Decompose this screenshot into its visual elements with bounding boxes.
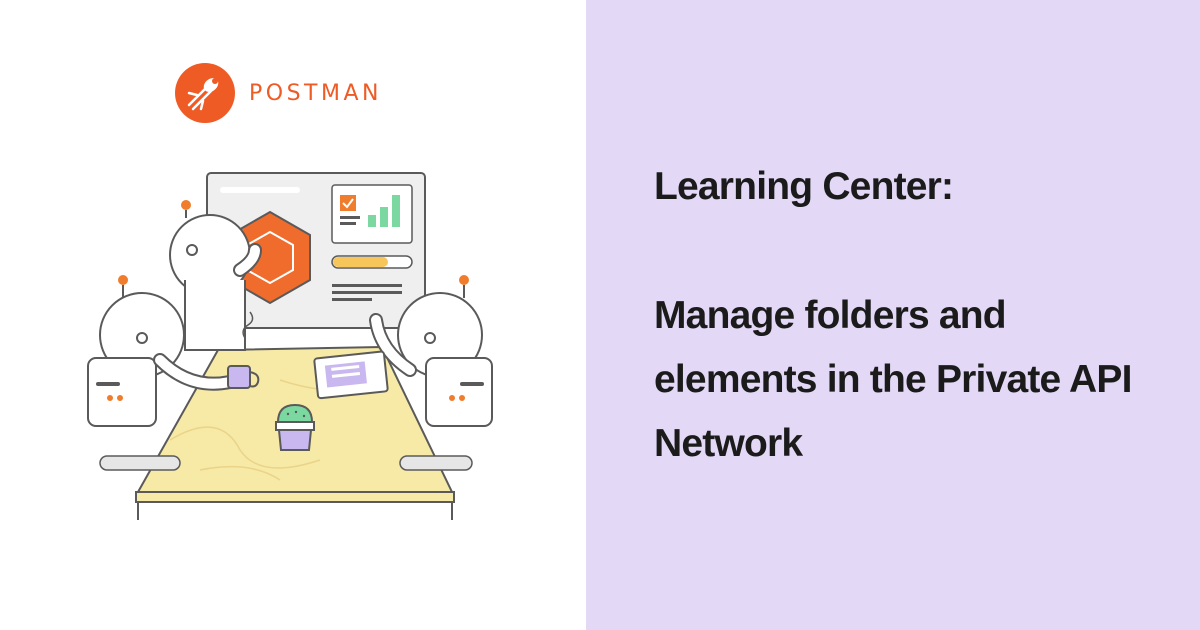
postman-logo[interactable]: POSTMAN: [175, 63, 382, 123]
coffee-mug: [227, 311, 260, 389]
brand-name: POSTMAN: [249, 80, 382, 106]
headline-panel: [586, 0, 1200, 630]
middle-robot: [169, 200, 262, 351]
illustration-panel: POSTMAN: [0, 0, 586, 630]
headline-subtitle: Manage folders and elements in the Priva…: [654, 294, 1132, 465]
postman-astronaut-logo-icon: [175, 63, 235, 123]
cactus-plant: [275, 403, 315, 451]
left-robot: [87, 275, 237, 471]
headline-title: Learning Center:: [654, 165, 954, 208]
right-robot: [369, 275, 493, 471]
document-tablet: [313, 350, 389, 400]
team-meeting-robots-illustration: [87, 172, 493, 520]
